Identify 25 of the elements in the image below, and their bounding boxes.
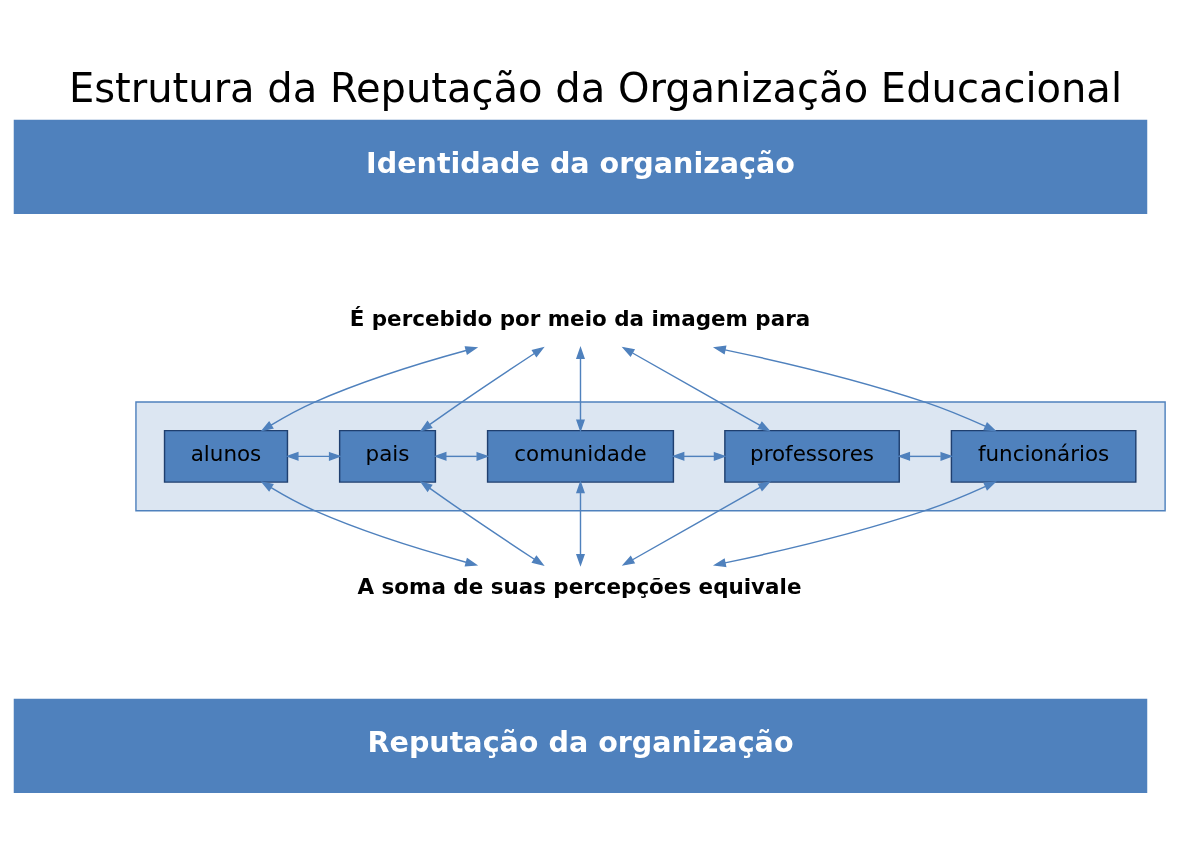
node-box: alunos: [163, 429, 289, 483]
arrow: [712, 345, 997, 432]
arrow: [285, 451, 342, 461]
arrow: [576, 345, 585, 432]
node-box: Reputação da organização: [13, 698, 1148, 793]
node-box: Identidade da organização: [13, 119, 1148, 214]
arrow: [671, 451, 727, 461]
node-text: É percebido por meio da imagem para: [349, 305, 811, 331]
node-box: funcionários: [950, 429, 1137, 483]
arrow: [260, 480, 479, 566]
node-box: professores: [724, 429, 900, 483]
arrow: [897, 451, 954, 461]
arrow: [433, 451, 490, 461]
node-box: pais: [338, 429, 437, 483]
arrow: [260, 345, 479, 432]
diagram-title: Estrutura da Reputação da Organização Educacional: [68, 64, 1123, 111]
arrow: [419, 480, 545, 566]
node-box: comunidade: [486, 429, 675, 483]
arrow: [621, 480, 771, 566]
arrow: [621, 346, 771, 431]
cluster: [135, 400, 1166, 511]
arrow: [712, 480, 997, 567]
arrow: [576, 479, 585, 567]
node-text: A soma de suas percepções equivale: [357, 573, 802, 599]
arrow: [419, 346, 545, 432]
